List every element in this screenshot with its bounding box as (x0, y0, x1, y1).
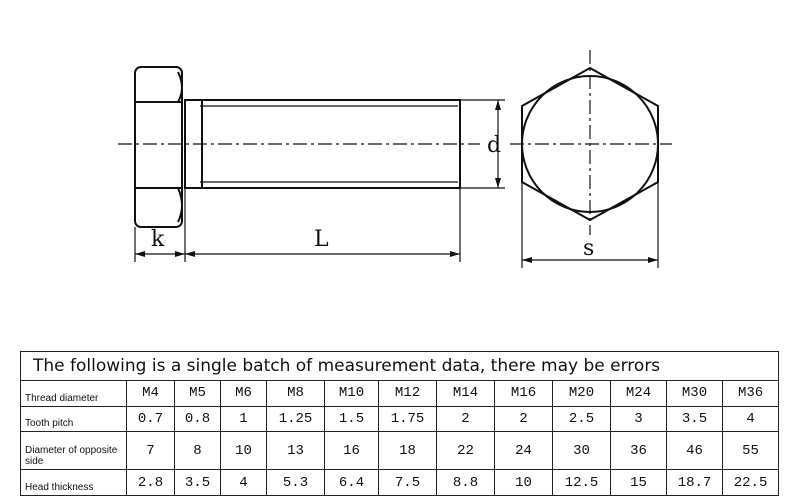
row-label: Head thickness (20, 469, 127, 496)
table-cell: M24 (610, 380, 667, 407)
table-cell: 6.4 (324, 469, 379, 496)
head-face-curve (177, 71, 183, 103)
table-cell: 36 (610, 431, 667, 471)
table-cell: 2.5 (552, 405, 611, 433)
table-cell: M14 (436, 380, 495, 407)
row-label: Thread diameter (20, 380, 127, 407)
table-cell: 4 (721, 405, 780, 433)
table-cell: 1.75 (378, 405, 437, 433)
table-cell: M8 (266, 380, 325, 407)
table-cell: M12 (378, 380, 437, 407)
table-cell: 18.7 (666, 469, 723, 496)
table-cell: 13 (266, 431, 325, 471)
table-cell: M10 (324, 380, 379, 407)
table-cell: 3.5 (666, 405, 723, 433)
table-cell: 2 (494, 405, 553, 433)
table-row-diameter-opposite-side: Diameter of opposite side 7 8 10 13 16 1… (20, 431, 780, 471)
table-cell: 8.8 (436, 469, 495, 496)
table-row-head-thickness: Head thickness 2.8 3.5 4 5.3 6.4 7.5 8.8… (20, 469, 780, 496)
table-cell: M36 (721, 380, 780, 407)
table-cell: 10 (220, 431, 267, 471)
table-cell: 22.5 (721, 469, 780, 496)
table-cell: 2.8 (126, 469, 175, 496)
spec-table: The following is a single batch of measu… (19, 351, 780, 496)
table-cell: M20 (552, 380, 611, 407)
row-label: Tooth pitch (20, 405, 127, 433)
table-row-thread-diameter: Thread diameter M4 M5 M6 M8 M10 M12 M14 … (20, 380, 780, 407)
table-caption: The following is a single batch of measu… (19, 351, 780, 381)
bolt-head-outline (134, 66, 183, 228)
head-face-curve (177, 187, 183, 223)
table-cell: 1 (220, 405, 267, 433)
table-cell: 55 (721, 431, 780, 471)
dim-label-L: L (314, 227, 329, 252)
table-cell: M30 (666, 380, 723, 407)
table-cell: 18 (378, 431, 437, 471)
table-cell: 30 (552, 431, 611, 471)
table-cell: 2 (436, 405, 495, 433)
table-cell: 7.5 (378, 469, 437, 496)
table-cell: 4 (220, 469, 267, 496)
table-cell: M6 (220, 380, 267, 407)
table-cell: 7 (126, 431, 175, 471)
bolt-shank-outline (184, 99, 461, 189)
table-cell: 5.3 (266, 469, 325, 496)
table-cell: 8 (174, 431, 221, 471)
table-cell: 3 (610, 405, 667, 433)
table-cell: 0.7 (126, 405, 175, 433)
table-cell: 22 (436, 431, 495, 471)
table-cell: 46 (666, 431, 723, 471)
table-cell: 10 (494, 469, 553, 496)
table-cell: 16 (324, 431, 379, 471)
table-cell: 0.8 (174, 405, 221, 433)
table-cell: M16 (494, 380, 553, 407)
table-row-tooth-pitch: Tooth pitch 0.7 0.8 1 1.25 1.5 1.75 2 2 … (20, 405, 780, 433)
table-cell: 12.5 (552, 469, 611, 496)
dim-label-s: s (583, 236, 594, 261)
table-cell: 1.25 (266, 405, 325, 433)
bolt-drawing: k L d s (118, 50, 672, 268)
dim-label-d: d (487, 133, 501, 158)
table-cell: 3.5 (174, 469, 221, 496)
table-cell: 24 (494, 431, 553, 471)
table-cell: M4 (126, 380, 175, 407)
table-cell: 15 (610, 469, 667, 496)
dim-label-k: k (151, 227, 165, 252)
table-cell: M5 (174, 380, 221, 407)
row-label: Diameter of opposite side (20, 431, 127, 471)
table-cell: 1.5 (324, 405, 379, 433)
